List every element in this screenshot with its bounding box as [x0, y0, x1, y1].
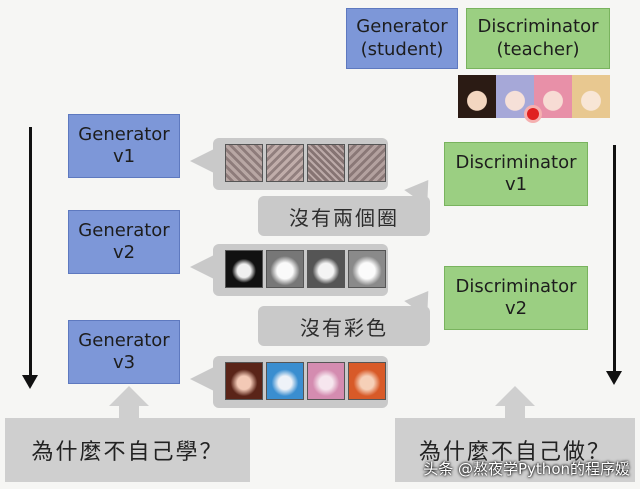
question-left-text: 為什麼不自己學？ — [31, 440, 224, 465]
discriminator-progress-arrowhead — [606, 371, 622, 385]
generator-progress-line — [29, 127, 32, 377]
grayscale-face-image — [348, 250, 386, 288]
legend-generator-box: Generator (student) — [346, 8, 458, 69]
noise-sample-image — [348, 144, 386, 182]
discriminator-v1-box: Discriminator v1 — [444, 142, 588, 206]
question-right-box: 為什麼不自己做？ — [395, 418, 635, 482]
generator-v2-samples — [225, 250, 386, 288]
callout-no-color: 沒有彩色 — [258, 306, 430, 346]
legend-discriminator-title: Discriminator — [477, 16, 599, 37]
generator-v1-box: Generator v1 — [68, 114, 180, 178]
discriminator-v1-title: Discriminator — [455, 151, 577, 173]
legend-generator-role: (student) — [360, 38, 444, 60]
question-left-box: 為什麼不自己學？ — [5, 418, 250, 482]
generator-v3-version: v3 — [112, 352, 136, 373]
legend-discriminator-role: (teacher) — [496, 38, 580, 60]
generator-v1-version: v1 — [112, 146, 136, 167]
generator-v2-version: v2 — [112, 242, 136, 263]
discriminator-v2-title: Discriminator — [455, 275, 577, 297]
generator-v3-title: Generator — [78, 329, 170, 351]
generator-v1-samples — [225, 144, 386, 182]
noise-sample-image — [307, 144, 345, 182]
real-face-image — [534, 75, 572, 118]
question-right-pointer-stem — [505, 404, 525, 418]
generator-v1-title: Generator — [78, 123, 170, 145]
real-face-image — [572, 75, 610, 118]
legend-discriminator-box: Discriminator (teacher) — [466, 8, 610, 69]
question-right-pointer — [495, 386, 535, 406]
real-face-image — [458, 75, 496, 118]
bubble-pointer — [190, 255, 214, 279]
callout-no-two-circles-text: 沒有兩個圈 — [289, 205, 399, 230]
color-face-image — [348, 362, 386, 400]
question-right-text: 為什麼不自己做？ — [418, 440, 611, 465]
real-anime-faces — [458, 75, 610, 118]
generator-v2-title: Generator — [78, 219, 170, 241]
grayscale-face-image — [307, 250, 345, 288]
grayscale-face-image — [266, 250, 304, 288]
color-face-image — [307, 362, 345, 400]
callout-no-color-text: 沒有彩色 — [300, 315, 388, 340]
generator-v2-box: Generator v2 — [68, 210, 180, 274]
grayscale-face-image — [225, 250, 263, 288]
discriminator-v2-box: Discriminator v2 — [444, 266, 588, 330]
noise-sample-image — [266, 144, 304, 182]
bubble-pointer — [190, 149, 214, 173]
callout-no-two-circles: 沒有兩個圈 — [258, 196, 430, 236]
bubble-pointer — [190, 367, 214, 391]
noise-sample-image — [225, 144, 263, 182]
question-left-pointer — [109, 386, 149, 406]
question-left-pointer-stem — [119, 404, 139, 418]
color-face-image — [266, 362, 304, 400]
generator-v3-box: Generator v3 — [68, 320, 180, 384]
discriminator-v2-version: v2 — [504, 298, 528, 319]
discriminator-progress-line — [613, 145, 616, 373]
pointer-dot — [527, 108, 539, 120]
discriminator-v1-version: v1 — [504, 174, 528, 195]
generator-v3-samples — [225, 362, 386, 400]
watermark: 头条 @熬夜学Python的程序媛 — [423, 460, 630, 478]
generator-progress-arrowhead — [22, 375, 38, 389]
legend-generator-title: Generator — [356, 16, 448, 37]
color-face-image — [225, 362, 263, 400]
